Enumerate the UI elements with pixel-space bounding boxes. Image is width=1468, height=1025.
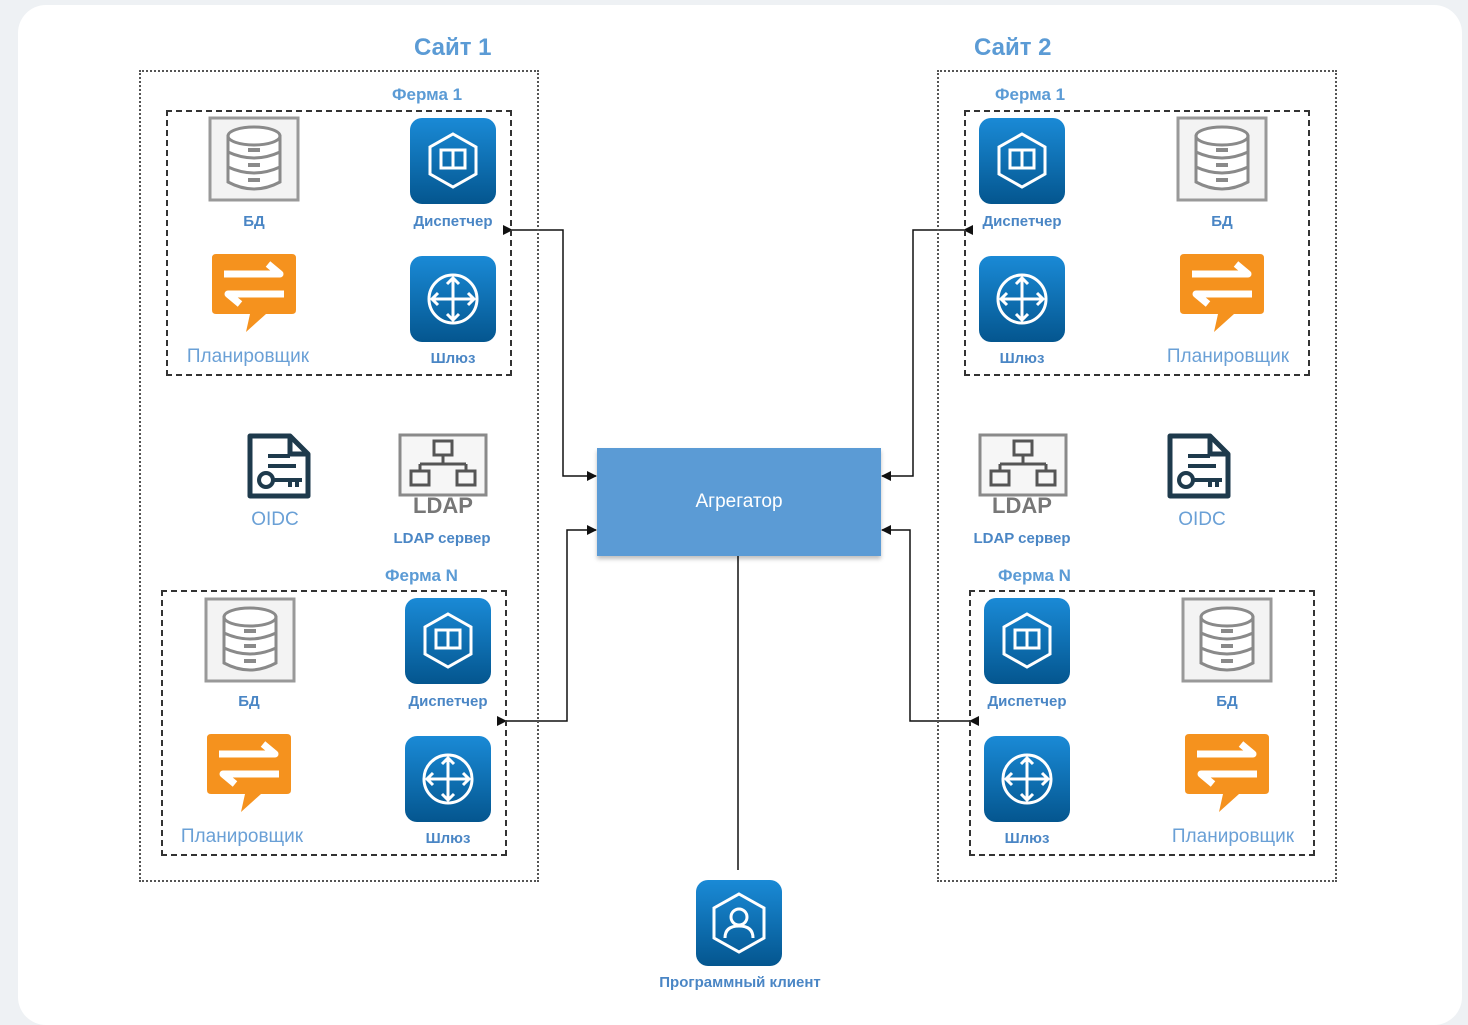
scheduler-icon bbox=[1180, 254, 1264, 332]
database-icon bbox=[1181, 597, 1273, 683]
site-1-farm-1-gateway-label: Шлюз bbox=[430, 350, 476, 367]
site-2-farm-1-title: Ферма 1 bbox=[995, 85, 1066, 104]
site-2-ldap-icon-text: LDAP bbox=[992, 493, 1052, 518]
gateway-icon bbox=[979, 256, 1065, 342]
site-1-farm-1-title: Ферма 1 bbox=[392, 85, 463, 104]
ldap-server-icon bbox=[398, 433, 488, 497]
scheduler-icon bbox=[212, 254, 296, 332]
database-icon bbox=[1176, 116, 1268, 202]
site-2-title: Сайт 2 bbox=[974, 34, 1052, 61]
site-2-ldap-label: LDAP сервер bbox=[973, 530, 1071, 547]
program-client-label: Программный клиент bbox=[659, 974, 821, 991]
site-1-farm-n-box bbox=[161, 590, 507, 856]
dispatcher-icon bbox=[410, 118, 496, 204]
site-2-farm-1-box bbox=[964, 110, 1310, 376]
gateway-icon bbox=[984, 736, 1070, 822]
site-2-farm-n-db-label: БД bbox=[1216, 693, 1238, 710]
database-icon bbox=[204, 597, 296, 683]
site-2-farm-1-dispatcher-label: Диспетчер bbox=[982, 213, 1062, 230]
site-2-farm-n-title: Ферма N bbox=[998, 566, 1071, 585]
site-1-farm-n-gateway-label: Шлюз bbox=[425, 830, 471, 847]
site-1-ldap-label: LDAP сервер bbox=[393, 530, 491, 547]
scheduler-icon bbox=[1185, 734, 1269, 812]
site-1-ldap-icon-text: LDAP bbox=[413, 493, 473, 518]
site-2-farm-1-gateway-label: Шлюз bbox=[999, 350, 1045, 367]
dispatcher-icon bbox=[984, 598, 1070, 684]
site-1-farm-n-scheduler-label: Планировщик bbox=[180, 826, 304, 847]
aggregator-box: Агрегатор bbox=[597, 448, 881, 556]
site-2-farm-n-dispatcher-label: Диспетчер bbox=[987, 693, 1067, 710]
site-2-farm-1-db-label: БД bbox=[1211, 213, 1233, 230]
site-2-farm-n-scheduler-label: Планировщик bbox=[1171, 826, 1295, 847]
dispatcher-icon bbox=[405, 598, 491, 684]
site-2-farm-n-gateway-label: Шлюз bbox=[1004, 830, 1050, 847]
site-1-farm-1-scheduler-label: Планировщик bbox=[186, 346, 310, 367]
oidc-certificate-icon bbox=[1167, 433, 1231, 499]
link-site1-farmN bbox=[497, 525, 597, 726]
site-1-farm-n-db-label: БД bbox=[238, 693, 260, 710]
site-1-farm-1-db-label: БД bbox=[243, 213, 265, 230]
aggregator-label: Агрегатор bbox=[695, 491, 783, 512]
site-2-oidc-label: OIDC bbox=[1178, 509, 1226, 530]
site-1-oidc-label: OIDC bbox=[251, 509, 299, 530]
site-2-farm-n-box bbox=[969, 590, 1315, 856]
oidc-certificate-icon bbox=[247, 433, 311, 499]
database-icon bbox=[208, 116, 300, 202]
site-1-farm-1-dispatcher-label: Диспетчер bbox=[413, 213, 493, 230]
site-2-box bbox=[937, 70, 1337, 882]
site-2-farm-1-scheduler-label: Планировщик bbox=[1166, 346, 1290, 367]
scheduler-icon bbox=[207, 734, 291, 812]
ldap-server-icon bbox=[978, 433, 1068, 497]
gateway-icon bbox=[405, 736, 491, 822]
site-1-farm-1-box bbox=[166, 110, 512, 376]
gateway-icon bbox=[410, 256, 496, 342]
program-client-icon bbox=[696, 880, 782, 966]
dispatcher-icon bbox=[979, 118, 1065, 204]
site-1-box bbox=[139, 70, 539, 882]
site-1-title: Сайт 1 bbox=[414, 34, 492, 61]
site-1-farm-n-title: Ферма N bbox=[385, 566, 458, 585]
link-site2-farmN bbox=[881, 525, 979, 726]
site-1-farm-n-dispatcher-label: Диспетчер bbox=[408, 693, 488, 710]
